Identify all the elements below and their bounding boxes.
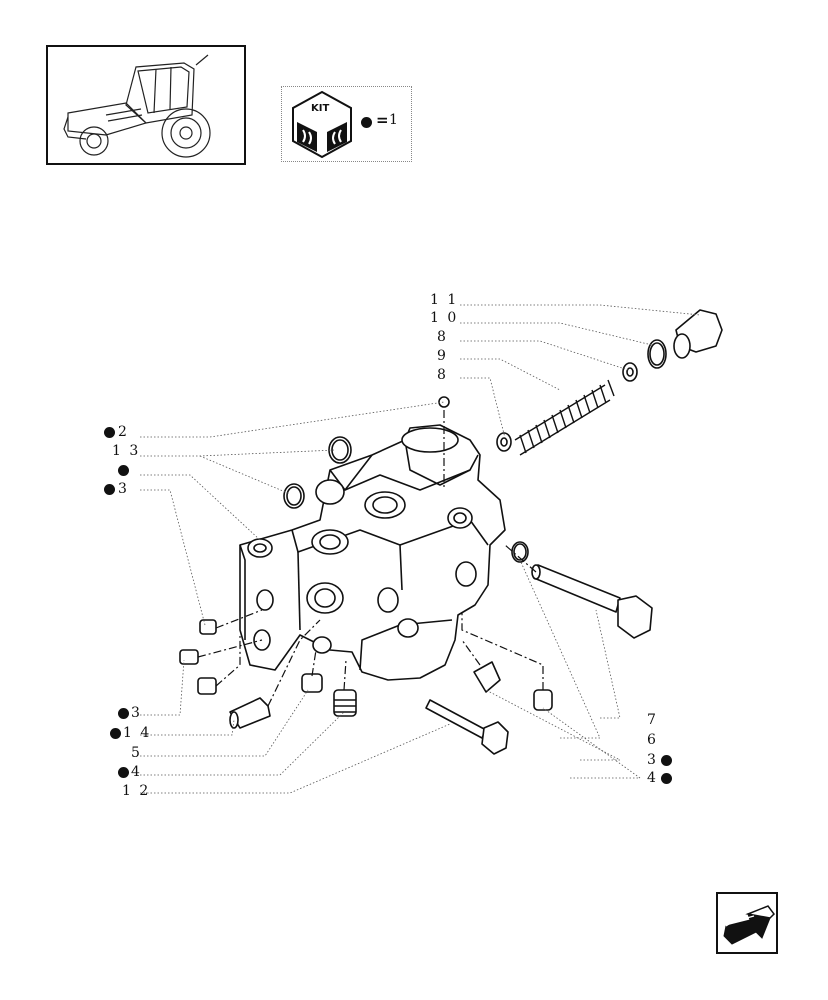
- callout-14: 1 4: [123, 725, 152, 741]
- callout-7: 7: [647, 712, 658, 728]
- kit-bullet-icon: [661, 755, 672, 766]
- tractor-thumbnail: [46, 45, 246, 165]
- kit-bullet-icon: [104, 484, 115, 495]
- callout-11: 1 1: [430, 292, 459, 308]
- callout-9: 9: [437, 348, 448, 364]
- callout-8-upper: 8: [437, 329, 448, 345]
- callout-13: 1 3: [112, 443, 141, 459]
- callout-5: 5: [131, 745, 142, 761]
- kit-legend: KIT: [281, 86, 412, 162]
- callout-4-left: 4: [131, 764, 142, 780]
- back-navigation-button[interactable]: [716, 892, 778, 954]
- kit-badge-text: KIT: [311, 103, 330, 114]
- kit-bullet-icon: [361, 117, 372, 128]
- tractor-icon: [63, 54, 211, 158]
- callout-3-mid: 3: [131, 705, 142, 721]
- callout-12: 1 2: [122, 783, 151, 799]
- callout-8-lower: 8: [437, 367, 448, 383]
- kit-bullet-icon: [110, 728, 121, 739]
- callout-6: 6: [647, 732, 658, 748]
- kit-badge-icon: [292, 90, 352, 159]
- kit-quantity: 1: [389, 112, 398, 128]
- kit-equals: =: [376, 111, 389, 129]
- callout-2: 2: [118, 424, 129, 440]
- kit-bullet-icon: [118, 767, 129, 778]
- callout-3-upper: 3: [118, 481, 129, 497]
- callout-10: 1 0: [430, 310, 459, 326]
- callout-4-right: 4: [647, 770, 658, 786]
- valve-body: [239, 424, 506, 681]
- kit-bullet-icon: [104, 427, 115, 438]
- callout-3-right: 3: [647, 752, 658, 768]
- kit-bullet-icon: [118, 465, 129, 476]
- kit-bullet-icon: [118, 708, 129, 719]
- arrow-back-icon: [723, 905, 775, 945]
- kit-bullet-icon: [661, 773, 672, 784]
